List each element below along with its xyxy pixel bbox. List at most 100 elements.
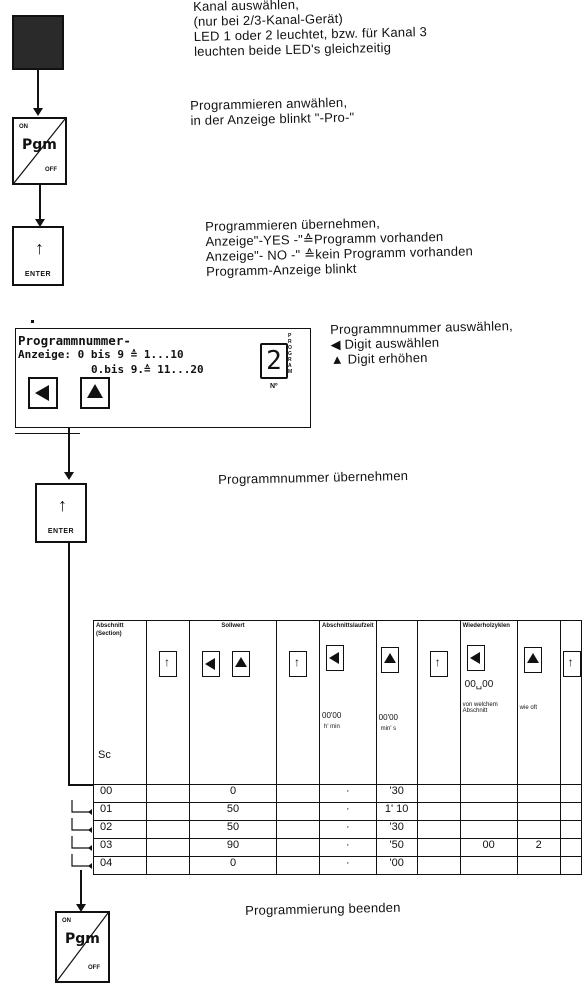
- flow-line: [80, 870, 82, 908]
- enter-small-button[interactable]: ↑: [289, 651, 307, 677]
- enter-key[interactable]: ↑ ENTER: [35, 483, 87, 543]
- channel-select-note: Kanal auswählen, (nur bei 2/3-Kanal-Gerä…: [193, 0, 428, 59]
- flow-line: [68, 543, 70, 786]
- von-cell: 00: [459, 838, 518, 857]
- on-label: ON: [62, 918, 71, 924]
- digit-up-small-button[interactable]: [380, 647, 399, 673]
- digit-select-left-button[interactable]: [28, 377, 58, 409]
- arrow-down-icon: [33, 108, 43, 116]
- arrow-up-icon: ▲: [330, 351, 348, 367]
- arrow-up-icon: ↑: [35, 238, 44, 258]
- arrow-down-icon: [64, 472, 74, 480]
- enter-small-button[interactable]: ↑: [562, 651, 581, 677]
- table-row: 00 0 · '30: [93, 784, 582, 803]
- arrow-up-icon: ↑: [58, 495, 67, 515]
- panel-underline: [15, 433, 80, 434]
- soll-cell: 90: [189, 838, 277, 857]
- von-cell: [459, 802, 518, 821]
- wiederhol-header: Wiederholzyklen: [462, 623, 510, 629]
- table-row: 01 50 · 1' 10: [93, 802, 582, 821]
- wie-cell: 2: [516, 838, 561, 857]
- von-header: von welchem Abschnitt: [462, 702, 498, 714]
- von-cell: [459, 784, 518, 803]
- finish-note: Programmierung beenden: [245, 899, 401, 918]
- program-number-panel: Programmnummer- Anzeige: 0 bis 9 ≙ 1...1…: [15, 328, 311, 428]
- soll-cell: 50: [189, 820, 277, 839]
- enter-small-button[interactable]: ↑: [429, 651, 448, 677]
- h-cell: ·: [319, 856, 377, 875]
- enter-small-button[interactable]: ↑: [159, 651, 177, 677]
- von-cell: [459, 856, 518, 875]
- col-wie: wie oft: [516, 620, 561, 785]
- display-line-1: Programmnummer-: [18, 333, 131, 348]
- col-enter-1: ↑: [146, 620, 190, 785]
- table-row: 04 0 · '00: [93, 856, 582, 875]
- min-cell: '50: [375, 838, 418, 857]
- digit-left-small-button[interactable]: [326, 645, 344, 671]
- arrow-down-icon: [35, 219, 45, 227]
- von-cell: [459, 820, 518, 839]
- enter-confirm-note: Programmieren übernehmen, Anzeige"-YES -…: [205, 215, 474, 279]
- table-row: 03 90 · '50 00 2: [93, 838, 582, 857]
- enter-label: ENTER: [47, 528, 75, 535]
- unit-hmin: h' min: [324, 724, 340, 730]
- loop-connectors: [71, 800, 92, 869]
- pgm-key[interactable]: ON Pgm OFF: [55, 911, 110, 983]
- sc-cell: 04: [93, 856, 147, 875]
- program-vertical-label: PROGRAM: [288, 333, 293, 375]
- flow-line: [37, 70, 39, 112]
- key-diagonal: [14, 119, 65, 183]
- col-enter-3: ↑: [416, 620, 461, 785]
- laufzeit-header: Abschnittslaufzeit: [322, 623, 374, 629]
- sc-cell: 02: [93, 820, 147, 839]
- flow-line: [39, 185, 41, 223]
- digit-up-small-button[interactable]: [232, 651, 251, 677]
- digit-left-small-button[interactable]: [202, 651, 220, 677]
- col-abschnitt: Abschnitt (Section) Sc: [93, 620, 147, 785]
- min-cell: '00: [375, 856, 418, 875]
- cycles-display: 00␣00: [464, 679, 494, 690]
- display-line-3: 0.bis 9.≙ 11...20: [91, 363, 204, 376]
- sc-cell: 03: [93, 838, 147, 857]
- arrow-up-icon: [87, 384, 103, 398]
- arrow-down-icon: [76, 904, 86, 912]
- sollwert-header: Sollwert: [221, 623, 245, 629]
- h-cell: ·: [319, 802, 377, 821]
- col-h: Abschnittslaufzeit 00'00 h' min: [319, 620, 377, 785]
- key-diagonal: [57, 913, 108, 981]
- h-cell: ·: [319, 784, 377, 803]
- off-label: OFF: [45, 167, 57, 173]
- pgm-select-note: Programmieren anwählen, in der Anzeige b…: [190, 94, 355, 128]
- off-label: OFF: [88, 965, 100, 971]
- digit-up-small-button[interactable]: [523, 647, 542, 673]
- dot-mark: [31, 320, 34, 323]
- no-label: Nº: [270, 383, 278, 390]
- soll-cell: 0: [189, 784, 277, 803]
- unit-mins: min' s: [380, 726, 397, 732]
- wie-cell: [516, 802, 561, 821]
- section-header: (Section): [96, 631, 122, 637]
- wie-cell: [516, 784, 561, 803]
- soll-cell: 0: [189, 856, 277, 875]
- wie-cell: [516, 820, 561, 839]
- on-label: ON: [19, 124, 28, 130]
- pgm-key[interactable]: ON Pgm OFF: [12, 117, 67, 185]
- prognr-select-note: Programmnummer auswählen, ◀ Digit auswäh…: [330, 318, 514, 367]
- enter-key[interactable]: ↑ ENTER: [12, 226, 64, 286]
- digit-left-small-button[interactable]: [466, 645, 485, 671]
- wie-cell: [516, 856, 561, 875]
- col-von: Wiederholzyklen 00␣00 von welchem Abschn…: [459, 620, 518, 785]
- min-cell: '30: [375, 820, 418, 839]
- abschnitt-header: Abschnitt: [96, 623, 124, 629]
- sc-cell: 01: [93, 802, 147, 821]
- prognr-confirm-note: Programmnummer übernehmen: [218, 468, 409, 487]
- col-enter-4: ↑: [559, 620, 582, 785]
- channel-select-key[interactable]: [12, 15, 64, 70]
- flow-line: [68, 428, 70, 476]
- min-cell: 1' 10: [375, 802, 418, 821]
- col-min: 00'00 min' s: [375, 620, 418, 785]
- program-table: Abschnitt (Section) Sc ↑ Sollwert ↑ Absc…: [93, 620, 582, 875]
- flow-line: [68, 784, 93, 786]
- digit-increment-up-button[interactable]: [80, 377, 110, 409]
- pgm-label: Pgm: [65, 931, 100, 947]
